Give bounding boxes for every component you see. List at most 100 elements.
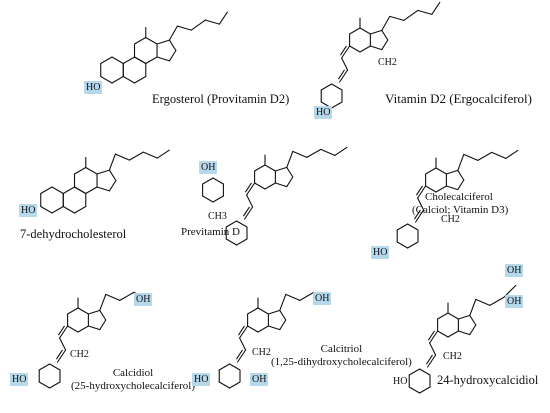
previtd-ch3-group: CH3	[208, 211, 227, 222]
7dhc-ring-c	[73, 186, 87, 195]
calcitriol-ring-a	[229, 381, 241, 389]
calcitriol-line1: Calcitriol	[320, 343, 363, 355]
ergosterol-ring-a	[111, 56, 124, 65]
vitd2-side-chain	[389, 15, 405, 21]
calcitriol-ring-c	[247, 325, 259, 333]
ergosterol-ring-a	[100, 56, 113, 65]
ergosterol-ring-c	[145, 36, 158, 45]
previtd-ring-c	[264, 164, 276, 172]
previtd-ring-a	[202, 195, 214, 203]
calcitriol-ring-a	[218, 363, 231, 371]
vitd2-ring-d	[369, 45, 383, 51]
calcidiol-ring-c	[67, 307, 79, 315]
7dhc-ring-b	[62, 205, 76, 214]
cholecalciferol-ring-a	[396, 241, 409, 249]
cholecalciferol-linker	[414, 209, 421, 220]
24hcd-ring-c	[437, 312, 449, 320]
name-calcitriol: Calcitriol (1,25-dihydroxycholecalcifero…	[271, 343, 412, 368]
24hcd-ring-a	[419, 386, 431, 394]
calcitriol-ho-left-group: HO	[192, 373, 211, 386]
calcitriol-linker	[238, 325, 245, 336]
name-cholecalciferol: Cholecalciferol (Calciol; Vitamin D3)	[412, 191, 508, 216]
24hcd-side-chain	[489, 296, 505, 306]
vitd2-linker	[341, 45, 351, 59]
7dhc-ring-d	[108, 179, 117, 192]
calcidiol-ring-a	[38, 363, 51, 371]
24hcd-linker	[427, 354, 437, 368]
previtd-linker	[246, 194, 254, 208]
7dhc-ring-a	[51, 205, 64, 214]
previtd-ring-a	[212, 195, 224, 203]
name-previtamin-d: Previtamin D	[181, 226, 240, 238]
calcitriol-ring-a	[229, 363, 241, 371]
calcitriol-line2: (1,25-dihydroxycholecalciferol)	[271, 355, 412, 368]
previtd-linker	[245, 182, 252, 193]
calcitriol-side-chain	[285, 293, 301, 301]
calcitriol-linker	[236, 349, 243, 360]
ergosterol-side-chain	[204, 19, 220, 25]
calcidiol-ring-d	[87, 325, 101, 331]
previtd-side-chain	[334, 146, 348, 156]
ergosterol-ho-group: HO	[84, 81, 103, 94]
vitd2-ring-d	[381, 29, 389, 41]
cholecalciferol-ring-d	[457, 179, 465, 191]
calcitriol-side-chain	[299, 291, 315, 301]
previtd-ring-c	[254, 182, 266, 190]
calcidiol-line2: (25-hydroxycholecalciferol)	[71, 379, 195, 392]
24hcd-ring-d	[469, 314, 477, 326]
calcitriol-ring-c	[257, 325, 269, 333]
vitd2-ho-group: HO	[314, 106, 333, 119]
ergosterol-ring-c	[145, 56, 158, 65]
24hcd-ring-d	[457, 314, 471, 320]
calcidiol-linker	[59, 337, 67, 351]
cholecalciferol-ring-a	[407, 241, 419, 249]
calcitriol-linker	[239, 337, 247, 351]
7dhc-ring-a	[40, 186, 53, 195]
cholecalciferol-ring-c	[425, 185, 437, 193]
previtd-ring-a	[202, 177, 214, 185]
calcitriol-ring-d	[279, 309, 287, 321]
calcidiol-ring-d	[99, 309, 107, 321]
vitd2-ring-c	[359, 27, 371, 35]
cholecalciferol-ring-c	[425, 167, 437, 175]
previtd-ring-d	[274, 166, 288, 172]
previtd-ring-d	[286, 176, 294, 188]
calcitriol-ring-a	[218, 381, 231, 389]
7dhc-ring-d	[96, 169, 110, 175]
7dhc-side-chain	[128, 151, 144, 161]
7dhc-ring-b	[73, 205, 87, 214]
previtd-ring-a	[225, 238, 238, 246]
7dhc-side-chain	[156, 149, 170, 159]
previtd-side-chain	[292, 150, 308, 158]
vitd2-linker	[339, 69, 349, 83]
vitd2-ch2-group: CH2	[378, 57, 397, 68]
24hcd-ring-d	[469, 324, 477, 336]
7dhc-ring-c	[73, 166, 87, 175]
previtd-linker	[243, 206, 250, 217]
calcitriol-ring-c	[257, 307, 269, 315]
ergosterol-ring-b	[133, 75, 147, 84]
cholecalciferol-ring-c	[435, 167, 447, 175]
cholecalciferol-side-chain	[477, 151, 493, 161]
ergosterol-ring-b	[122, 56, 136, 65]
vitd2-linker	[341, 57, 349, 71]
7dhc-side-chain	[108, 153, 116, 171]
cholecalciferol-linker	[416, 185, 423, 196]
vitd2-ring-c	[349, 45, 361, 53]
24hcd-ho-group: HO	[393, 376, 408, 387]
vitd2-ring-a	[320, 83, 333, 91]
24hcd-oh-right-group: OH	[505, 295, 524, 308]
vitd2-linker	[338, 69, 345, 80]
previtd-linker	[244, 206, 254, 220]
previtd-ring-c	[264, 182, 276, 190]
vitd2-ring-a	[331, 83, 343, 91]
7dhc-ring-c	[85, 186, 98, 195]
vitd2-ring-c	[359, 45, 371, 53]
cholecalciferol-ring-c	[435, 185, 447, 193]
7dhc-side-chain	[114, 153, 130, 161]
vitd2-side-chain	[403, 9, 419, 21]
cholecalciferol-side-chain	[505, 149, 519, 159]
calcitriol-ch2-group: CH2	[252, 347, 271, 358]
cholecalciferol-line2: (Calciol; Vitamin D3)	[412, 203, 509, 216]
